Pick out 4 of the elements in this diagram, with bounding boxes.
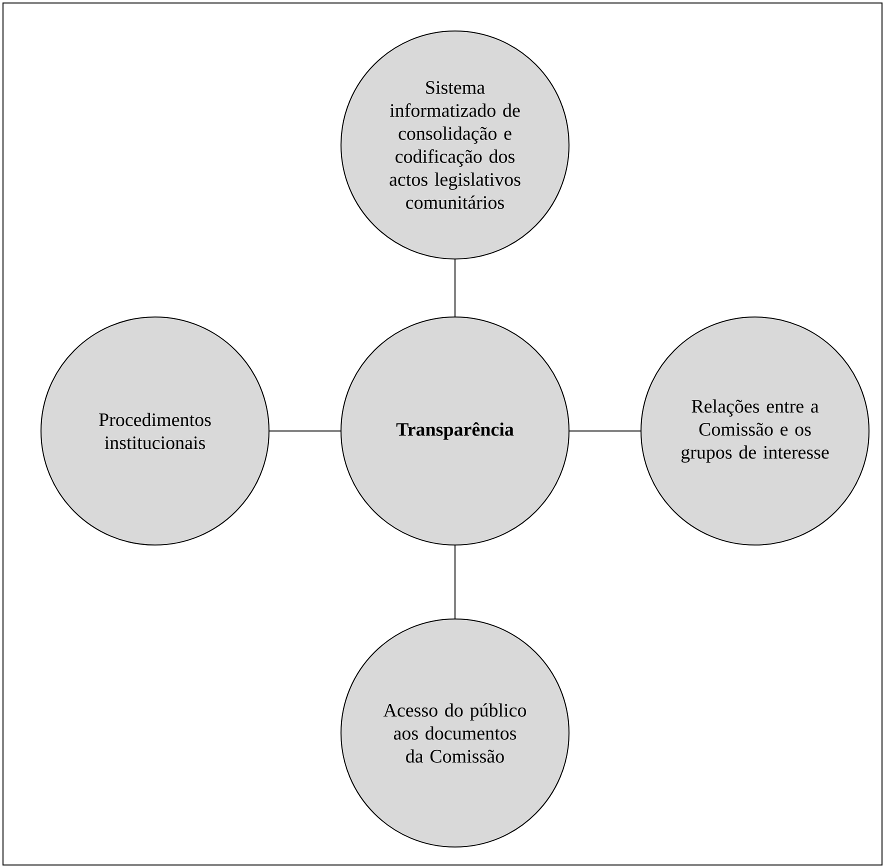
connector-line: [269, 430, 341, 432]
connector-line: [454, 545, 456, 619]
connector-line: [569, 430, 641, 432]
connector-line: [454, 259, 456, 317]
